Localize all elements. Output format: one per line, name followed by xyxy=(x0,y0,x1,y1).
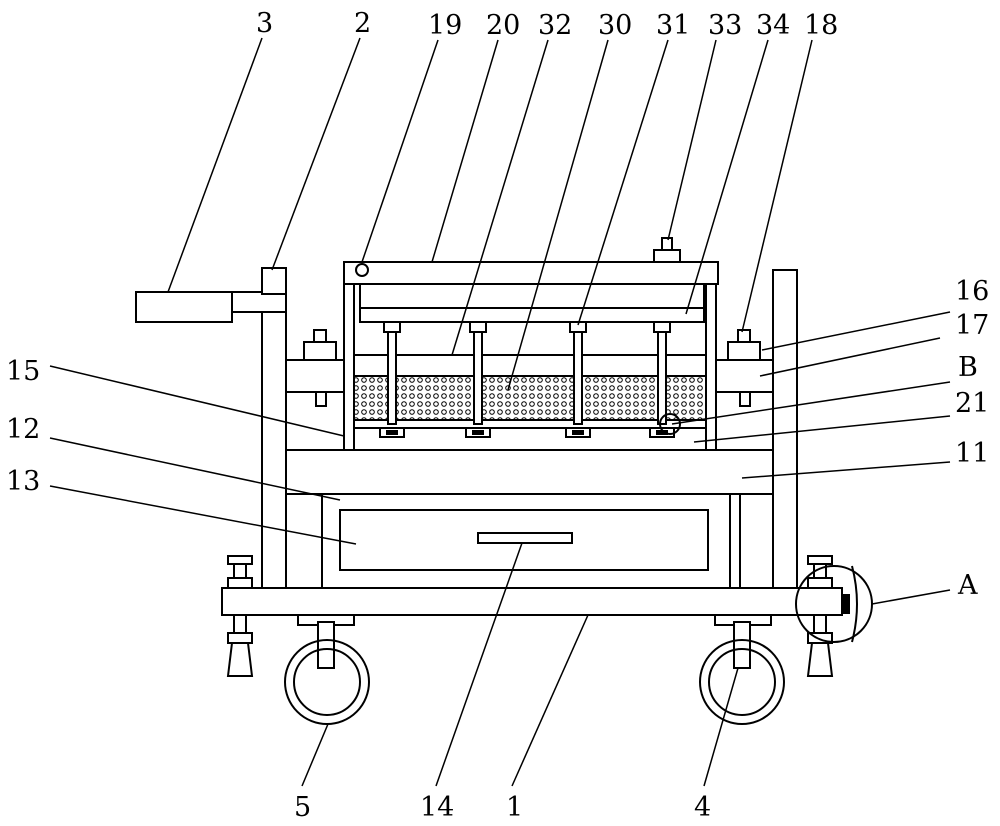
handle-grip xyxy=(135,291,233,323)
detail-a-block xyxy=(842,594,850,614)
right-post xyxy=(772,269,798,589)
label-5: 5 xyxy=(294,792,311,823)
press-plate xyxy=(359,307,705,323)
handle-bar xyxy=(231,291,287,313)
right-bracket xyxy=(715,359,774,393)
mesh-bottom-frame xyxy=(353,419,707,429)
upper-left-post xyxy=(343,283,355,451)
detail-circle-b xyxy=(659,413,681,435)
label-20: 20 xyxy=(486,10,520,41)
right-bolt-shaft xyxy=(739,391,751,407)
label-31: 31 xyxy=(656,10,690,41)
label-18: 18 xyxy=(804,10,838,41)
right-nut xyxy=(727,341,761,361)
leader-lines xyxy=(49,37,951,787)
label-21: 21 xyxy=(955,388,989,419)
label-14: 14 xyxy=(420,792,454,823)
label-11: 11 xyxy=(955,438,989,469)
label-15: 15 xyxy=(6,356,40,387)
label-32: 32 xyxy=(538,10,572,41)
label-4: 4 xyxy=(694,792,711,823)
label-3: 3 xyxy=(256,8,273,39)
drawer-handle xyxy=(477,532,573,544)
left-bolt-shaft xyxy=(315,391,327,407)
left-bolt-head xyxy=(313,329,327,343)
upper-right-post xyxy=(705,283,717,451)
left-leveling-foot xyxy=(226,555,254,677)
handle-top xyxy=(261,267,287,295)
piston-rods xyxy=(383,321,671,425)
left-post xyxy=(261,269,287,589)
right-wheel xyxy=(699,614,785,725)
clamps xyxy=(379,427,675,438)
label-33: 33 xyxy=(708,10,742,41)
cylinder-rod xyxy=(661,237,673,251)
part-labels: 3 2 19 20 32 30 31 33 34 18 16 17 B 21 1… xyxy=(6,8,989,823)
mesh-top-frame xyxy=(353,354,707,377)
left-bracket xyxy=(285,359,347,393)
label-17: 17 xyxy=(955,310,989,341)
label-30: 30 xyxy=(598,10,632,41)
base-plate xyxy=(221,587,843,616)
label-2: 2 xyxy=(354,8,371,39)
mesh-filter xyxy=(353,375,707,421)
label-B: B xyxy=(958,352,978,383)
label-34: 34 xyxy=(756,10,790,41)
label-A: A xyxy=(957,570,978,601)
marker-circle xyxy=(355,263,369,277)
top-plate xyxy=(343,261,719,285)
label-13: 13 xyxy=(6,466,40,497)
label-1: 1 xyxy=(506,792,523,823)
label-19: 19 xyxy=(428,10,462,41)
label-12: 12 xyxy=(6,414,40,445)
right-bolt-head xyxy=(737,329,751,343)
left-wheel xyxy=(284,614,370,725)
cylinder-body xyxy=(653,249,681,263)
label-16: 16 xyxy=(955,276,989,307)
right-leveling-foot xyxy=(806,555,834,677)
table-plate xyxy=(285,449,774,495)
left-nut xyxy=(303,341,337,361)
